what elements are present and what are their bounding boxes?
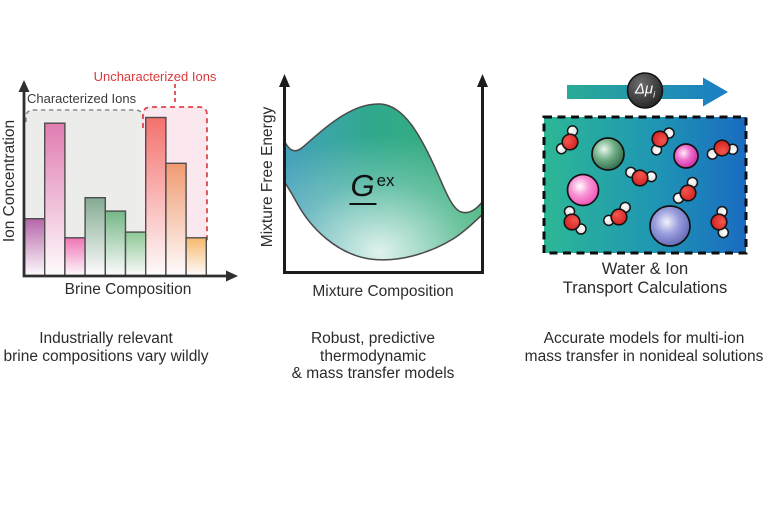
water-ion-transport-title: Water & Ion Transport Calculations — [535, 260, 755, 298]
bar — [144, 116, 167, 277]
bar — [84, 196, 106, 277]
free-energy-plot — [279, 74, 488, 274]
title-line-2: Transport Calculations — [562, 279, 728, 297]
right-caption-line-1: Accurate models for multi-ion — [543, 330, 745, 347]
bar — [104, 210, 127, 277]
delta-mu-label: Δμi — [635, 81, 655, 100]
left-caption-line-2: brine compositions vary wildly — [3, 347, 209, 365]
mixture-free-energy-axis-label: Mixture Free Energy — [259, 106, 276, 248]
middle-caption-line-1: Robust, predictive thermodynamic — [310, 330, 436, 365]
bar — [124, 231, 147, 277]
right-y-axis-arrowhead — [477, 74, 488, 87]
brine-composition-axis-label: Brine Composition — [64, 281, 192, 298]
gex-symbol: G — [349, 168, 377, 205]
left-caption-line-1: Industrially relevant — [39, 330, 173, 347]
transport-illustration — [542, 72, 748, 255]
bar — [23, 217, 46, 277]
right-caption: Accurate models for multi-ion mass trans… — [513, 330, 772, 365]
characterized-ions-label: Characterized Ions — [27, 91, 137, 106]
bar — [64, 237, 86, 277]
mixture-composition-axis-label: Mixture Composition — [312, 283, 454, 300]
delta-mu-text: Δμ — [634, 80, 654, 98]
delta-mu-badge — [626, 72, 664, 109]
green-ion — [591, 137, 625, 171]
bar — [165, 162, 187, 277]
left-y-axis-arrowhead — [279, 74, 290, 87]
gex-region — [283, 103, 484, 261]
uncharacterized-dashed-border — [142, 106, 208, 243]
bar — [185, 237, 208, 277]
uncharacterized-ions-label: Uncharacterized Ions — [93, 69, 217, 84]
ion-concentration-axis-label: Ion Concentration — [1, 119, 18, 243]
blue-ion — [649, 205, 691, 247]
middle-caption: Robust, predictive thermodynamic & mass … — [257, 330, 489, 383]
right-caption-line-2: mass transfer in nonideal solutions — [524, 347, 764, 365]
left-caption: Industrially relevant brine compositions… — [0, 330, 212, 365]
delta-mu-subscript: i — [653, 89, 656, 100]
y-axis-arrowhead — [18, 80, 30, 92]
x-axis-arrowhead — [226, 270, 238, 282]
characterized-dashed-border — [25, 109, 144, 122]
middle-caption-line-2: & mass transfer models — [291, 365, 455, 382]
brine-bar-chart — [18, 80, 238, 282]
magenta-ion — [673, 143, 699, 169]
gex-superscript: ex — [376, 171, 395, 190]
bar — [44, 122, 66, 277]
pink-ion — [566, 173, 600, 207]
title-line-1: Water & Ion — [601, 260, 689, 278]
